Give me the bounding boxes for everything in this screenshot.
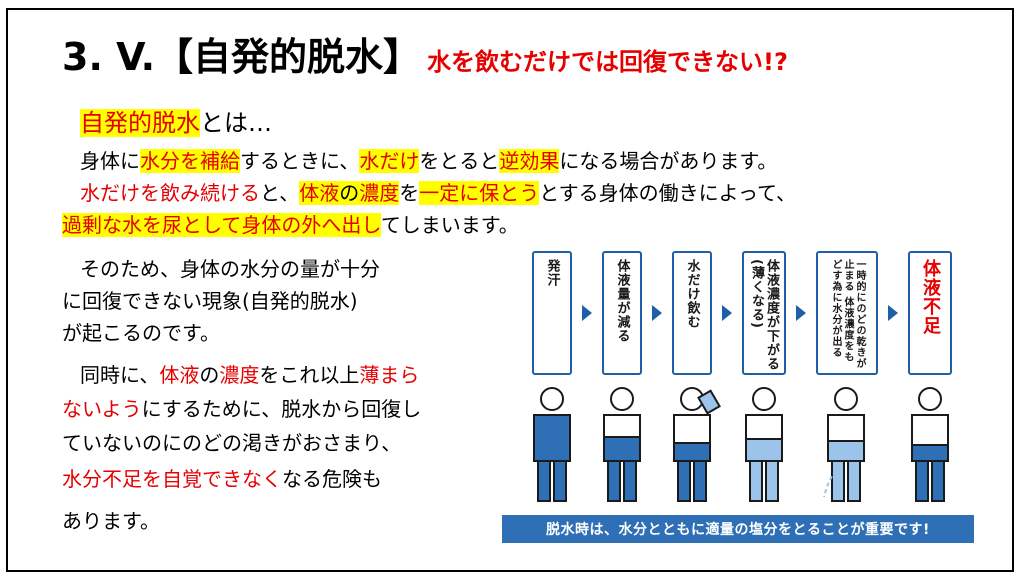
step-label: 体液量が減る bbox=[614, 259, 630, 343]
emphasis: ないよう bbox=[62, 397, 142, 421]
emphasis: 体液 bbox=[159, 363, 200, 387]
left-line-2: に回復できない現象(自発的脱水) bbox=[62, 289, 358, 313]
diagram-footer: 脱水時は、水分とともに適量の塩分をとることが重要です! bbox=[502, 515, 974, 543]
intro-rest: とは… bbox=[200, 109, 272, 137]
arrow-right-icon bbox=[888, 305, 898, 321]
left-line-4: 同時に、体液の濃度をこれ以上薄まら bbox=[80, 360, 419, 390]
intro-term: 自発的脱水 bbox=[80, 109, 200, 137]
highlight: 濃度 bbox=[359, 181, 400, 205]
text: なる危険も bbox=[282, 467, 382, 491]
text: 同時に、 bbox=[80, 363, 160, 387]
text: の bbox=[199, 363, 220, 387]
person-figure-5 bbox=[823, 387, 865, 502]
highlight: 逆効果 bbox=[499, 149, 560, 173]
emphasis: 濃度 bbox=[219, 363, 260, 387]
step-4-box: 体液濃度が下がる(薄くなる) bbox=[742, 251, 786, 375]
step-label: 発汗 bbox=[544, 259, 560, 287]
highlight: の bbox=[339, 181, 360, 205]
step-6-box: 体液不足 bbox=[908, 251, 952, 375]
title-main: 3. V.【自発的脱水】 bbox=[62, 35, 422, 79]
step-label: 体液不足 bbox=[920, 259, 941, 335]
person-figure-3-drinking bbox=[673, 387, 721, 502]
dehydration-diagram: 発汗 体液量が減る 水だけ飲む 体液濃度が下がる(薄くなる) 一時的にのどの乾き… bbox=[502, 247, 974, 545]
step-label: 一時的にのどの乾きが止まる 体液濃度をもどす為に水分が出る bbox=[830, 259, 865, 369]
step-5-box: 一時的にのどの乾きが止まる 体液濃度をもどす為に水分が出る bbox=[816, 251, 878, 375]
highlight: 体液 bbox=[299, 181, 340, 205]
arrow-right-icon bbox=[796, 305, 806, 321]
text: するときに、 bbox=[240, 149, 360, 173]
person-figure-4 bbox=[745, 387, 783, 502]
emphasis: 水分不足を自覚できなく bbox=[62, 467, 282, 491]
step-1-box: 発汗 bbox=[532, 251, 572, 375]
left-line-5: ないようにするために、脱水から回復し bbox=[62, 394, 421, 424]
left-line-1: そのため、身体の水分の量が十分 bbox=[80, 257, 380, 281]
figures-illustration bbox=[533, 387, 949, 502]
highlight: 一定に保とう bbox=[419, 181, 540, 205]
highlight: 過剰な水を尿として身体の外へ出し bbox=[62, 213, 381, 237]
arrow-right-icon bbox=[722, 305, 732, 321]
text: をとると bbox=[419, 149, 500, 173]
title-subtitle: 水を飲むだけでは回復できない!? bbox=[427, 48, 788, 76]
text: をこれ以上 bbox=[259, 363, 360, 387]
paragraph-2-line-1: 水だけを飲み続けると、体液の濃度を一定に保とうとする身体の働きによって、 bbox=[80, 178, 796, 208]
arrow-right-icon bbox=[652, 305, 662, 321]
intro-line: 自発的脱水とは… bbox=[80, 108, 272, 138]
paragraph-1: 身体に水分を補給するときに、水だけをとると逆効果になる場合があります。 bbox=[80, 146, 777, 176]
text: と、 bbox=[260, 181, 300, 205]
text: になる場合があります。 bbox=[559, 149, 778, 173]
text: てしまいます。 bbox=[380, 213, 519, 237]
step-2-box: 体液量が減る bbox=[602, 251, 642, 375]
left-line-7: 水分不足を自覚できなくなる危険も bbox=[62, 464, 382, 494]
left-line-3: が起こるのです。 bbox=[62, 321, 220, 345]
page-title: 3. V.【自発的脱水】水を飲むだけでは回復できない!? bbox=[62, 26, 788, 81]
left-line-6: ていないのにのどの渇きがおさまり、 bbox=[62, 431, 402, 455]
paragraph-2-line-2: 過剰な水を尿として身体の外へ出してしまいます。 bbox=[62, 210, 519, 240]
person-figure-1 bbox=[533, 387, 571, 502]
text: 身体に bbox=[80, 149, 140, 173]
emphasis: 水だけを飲み続ける bbox=[80, 181, 260, 205]
step-label: 水だけ飲む bbox=[684, 259, 700, 329]
text: にするために、脱水から回復し bbox=[141, 397, 422, 421]
left-line-8: あります。 bbox=[62, 509, 160, 533]
highlight: 水分を補給 bbox=[140, 149, 240, 173]
step-3-box: 水だけ飲む bbox=[672, 251, 712, 375]
step-label: 体液濃度が下がる(薄くなる) bbox=[749, 259, 779, 371]
person-figure-2 bbox=[603, 387, 641, 502]
highlight: 水だけ bbox=[359, 149, 420, 173]
emphasis: 薄まら bbox=[359, 363, 420, 387]
person-figure-6 bbox=[911, 387, 949, 502]
text: を bbox=[399, 181, 420, 205]
text: とする身体の働きによって、 bbox=[539, 181, 797, 205]
arrow-right-icon bbox=[582, 305, 592, 321]
